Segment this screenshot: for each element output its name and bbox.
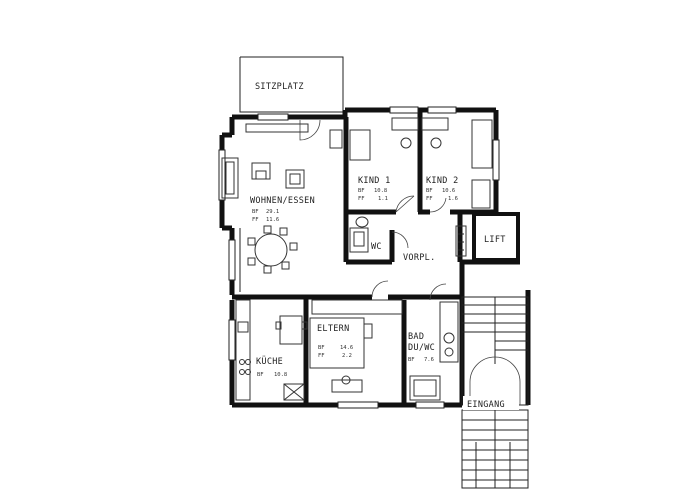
bad-fixtures <box>409 301 459 401</box>
bad-bf: BF <box>408 357 415 363</box>
vorplatz-details <box>455 225 467 257</box>
kind1-ff-value: 1.1 <box>378 196 388 202</box>
wohnen-labels: WOHNEN/ESSEN BF 29.1 FF 11.6 <box>250 196 315 223</box>
wohnen-ff-value: 11.6 <box>266 217 279 223</box>
living-furniture <box>221 123 343 292</box>
wc-fixtures <box>349 216 369 253</box>
eltern-label: ELTERN <box>317 324 350 334</box>
wc-label: WC <box>371 242 382 252</box>
kueche-label: KÜCHE <box>256 356 283 367</box>
kind1-bf: BF <box>358 188 365 194</box>
kind2-ff-value: 1.6 <box>448 196 458 202</box>
bad-label2: DU/WC <box>408 343 435 353</box>
eltern-furniture <box>309 299 403 393</box>
kind2-bf-value: 10.6 <box>442 188 455 194</box>
bad-labels: BAD DU/WC BF 7.6 <box>408 332 435 363</box>
wohnen-bf-value: 29.1 <box>266 209 279 215</box>
eltern-bf: BF <box>318 345 325 351</box>
kind2-label: KIND 2 <box>426 176 459 186</box>
sitzplatz-label: SITZPLATZ <box>255 82 304 92</box>
wohnen-label: WOHNEN/ESSEN <box>250 196 315 206</box>
eltern-labels: ELTERN BF 14.6 FF 2.2 <box>317 324 353 359</box>
kind2-bf: BF <box>426 188 433 194</box>
bad-label: BAD <box>408 332 424 342</box>
kind1-labels: KIND 1 BF 10.8 FF 1.1 <box>358 176 391 202</box>
kind1-ff: FF <box>358 196 365 202</box>
wohnen-bf: BF <box>252 209 259 215</box>
lift-label: LIFT <box>484 235 506 245</box>
kind1-label: KIND 1 <box>358 176 391 186</box>
kind1-bf-value: 10.8 <box>374 188 387 194</box>
kueche-bf: BF <box>257 372 264 378</box>
kueche-bf-value: 10.8 <box>274 372 287 378</box>
vorpl-label: VORPL. <box>403 253 436 263</box>
kitchen-furniture <box>235 299 308 401</box>
bad-bf-value: 7.6 <box>424 357 434 363</box>
staircase <box>461 296 529 489</box>
kind2-labels: KIND 2 BF 10.6 FF 1.6 <box>426 176 459 202</box>
eingang-label: EINGANG <box>467 400 505 410</box>
eltern-bf-value: 14.6 <box>340 345 353 351</box>
eltern-ff-value: 2.2 <box>342 353 352 359</box>
kind2-ff: FF <box>426 196 433 202</box>
kueche-labels: KÜCHE BF 10.8 <box>256 356 287 378</box>
doors <box>299 119 447 301</box>
eltern-ff: FF <box>318 353 325 359</box>
kids-furniture <box>349 117 493 209</box>
wohnen-ff: FF <box>252 217 259 223</box>
